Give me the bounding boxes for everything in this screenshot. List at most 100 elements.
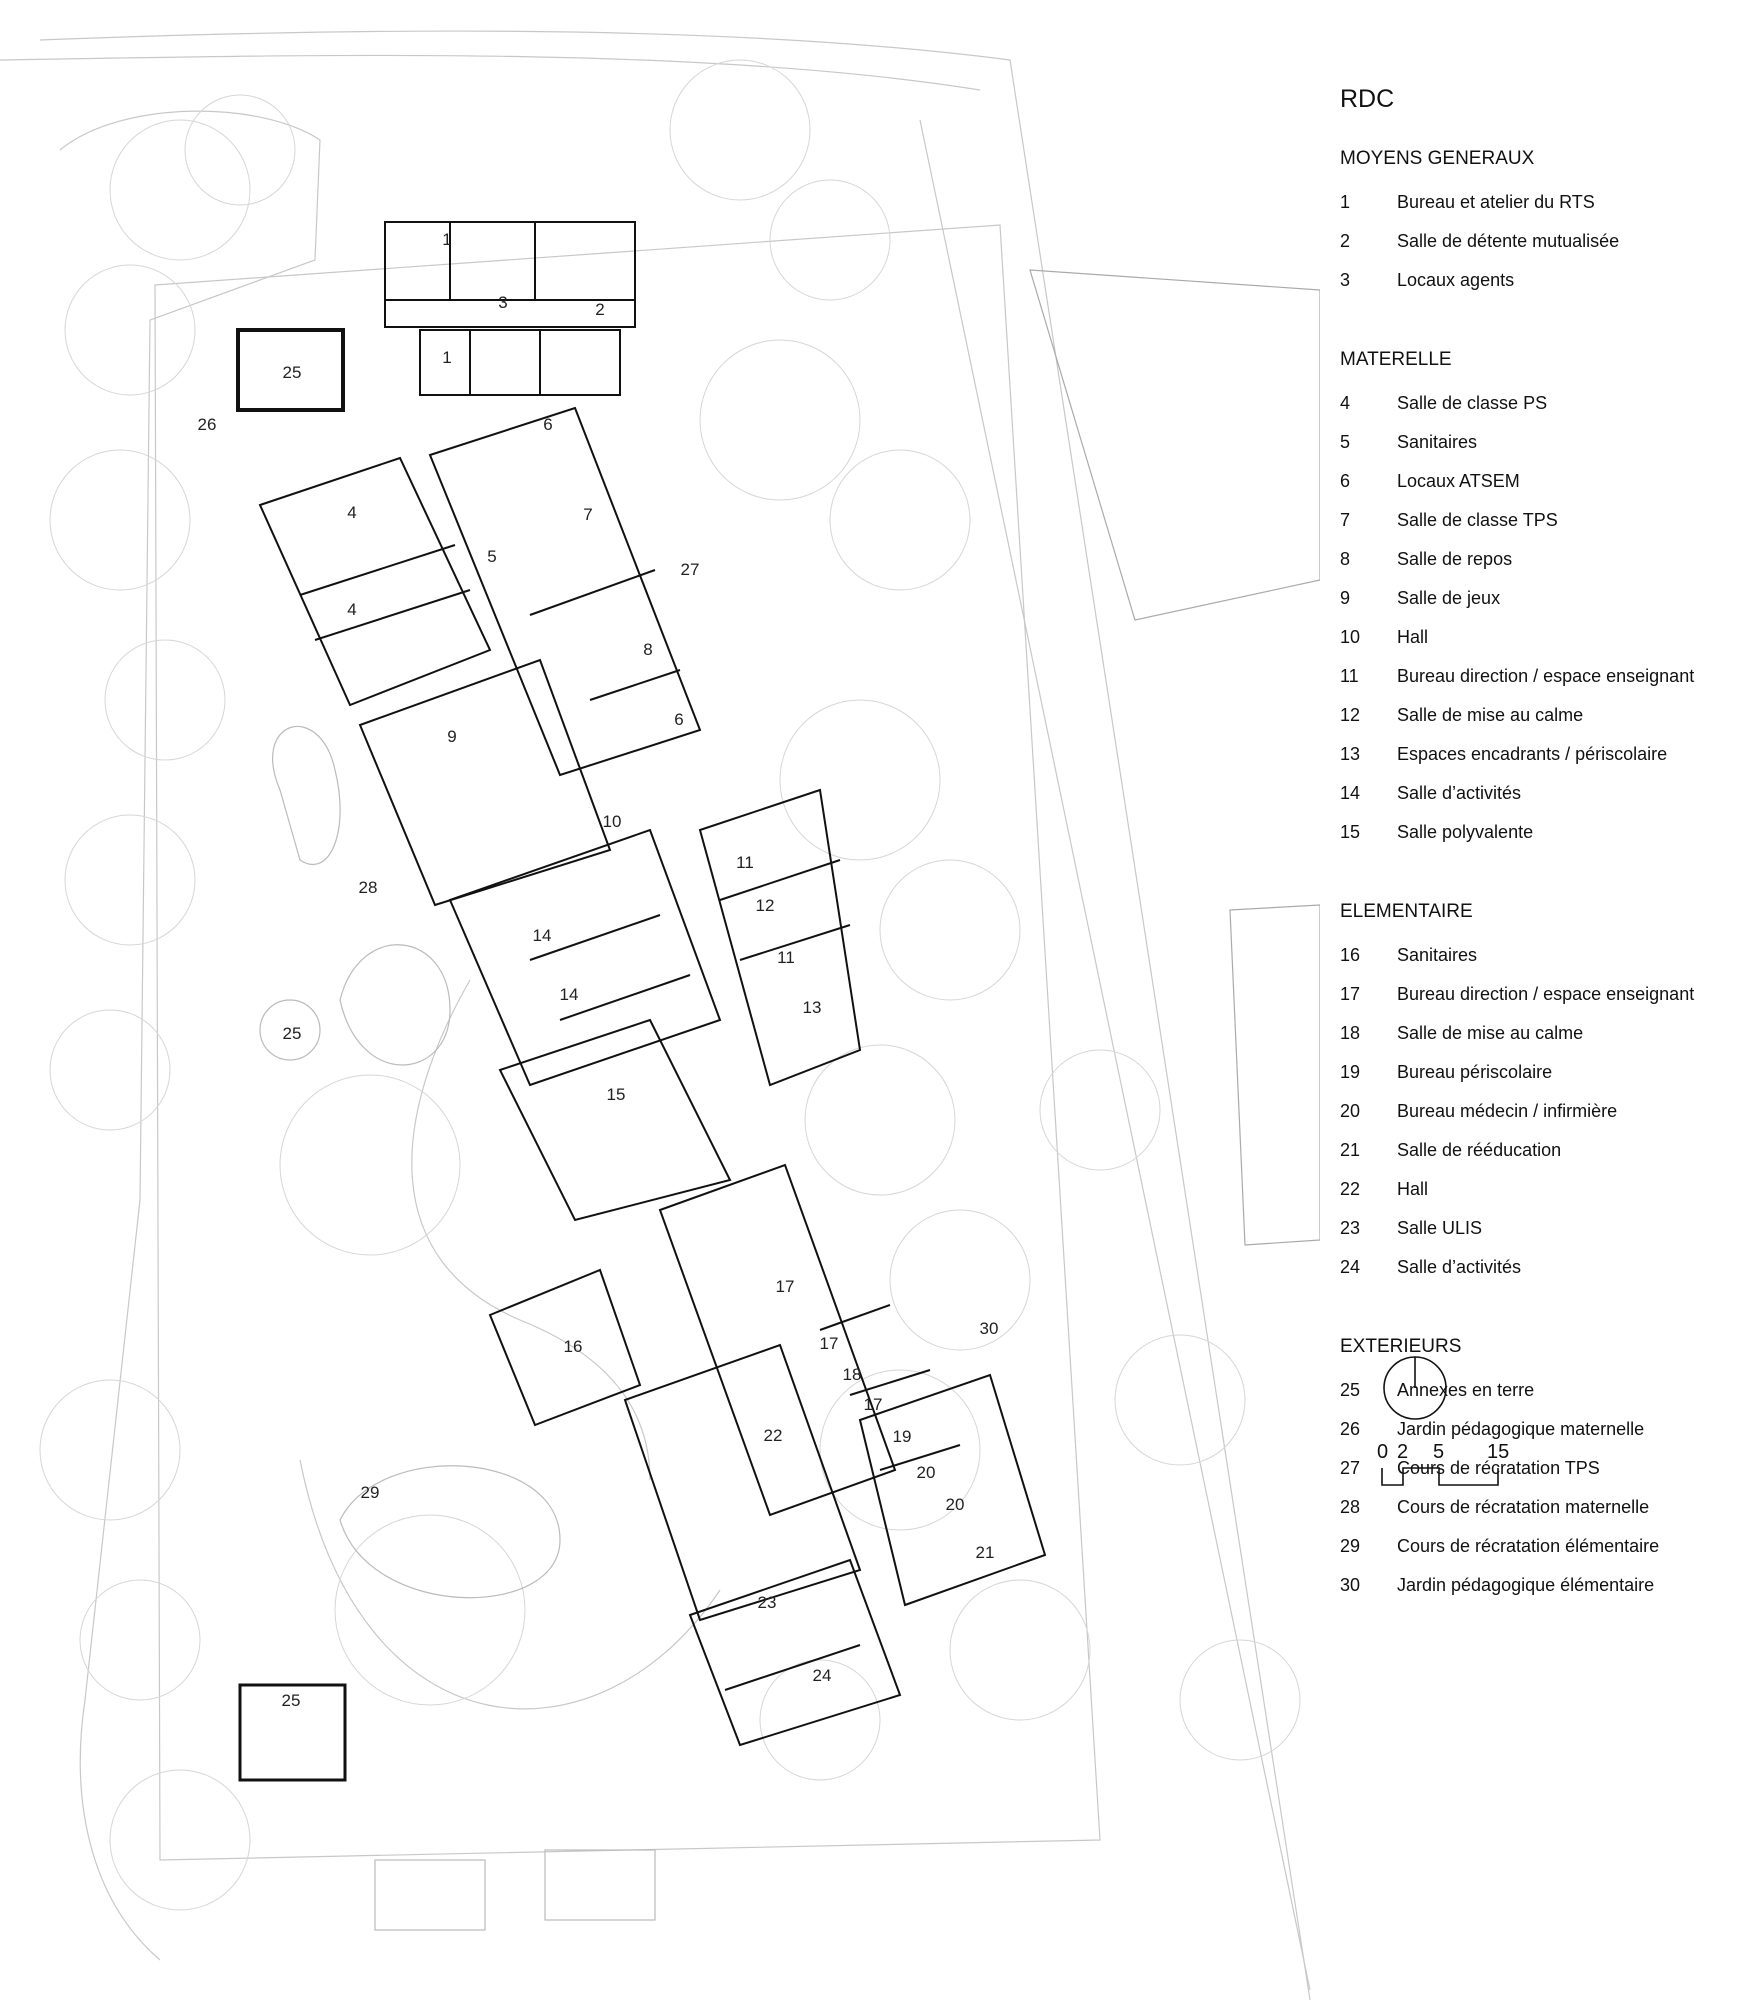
item-number: 18	[1340, 1023, 1361, 1043]
garden-mound	[272, 726, 341, 866]
room-number-label: 10	[603, 812, 622, 831]
scale-tick-0: 0	[1377, 1441, 1388, 1463]
item-label: Hall	[1397, 627, 1429, 647]
road-edge	[39, 30, 1311, 2000]
room-number-label: 6	[543, 415, 552, 434]
item-label: Bureau direction / espace enseignant	[1397, 666, 1695, 686]
section-heading: MATERELLE	[1340, 349, 1452, 370]
room-number-label: 6	[674, 710, 683, 729]
room-number-label: 13	[803, 998, 822, 1017]
item-label: Salle de jeux	[1397, 588, 1501, 608]
parking-block	[374, 1859, 486, 1931]
room-number-label: 12	[756, 896, 775, 915]
item-number: 26	[1340, 1419, 1361, 1439]
room-number-label: 25	[282, 1691, 301, 1710]
scale-tick-2: 2	[1397, 1441, 1408, 1463]
item-number: 7	[1340, 510, 1351, 530]
sidewalk	[919, 119, 1311, 1991]
item-label: Salle d’activités	[1397, 1257, 1522, 1277]
legend-item: 17 Bureau direction / espace enseignant	[1340, 984, 1740, 1023]
legend-item: 10 Hall	[1340, 627, 1740, 666]
room-number-label: 7	[583, 505, 592, 524]
room-number-label: 27	[681, 560, 700, 579]
neighbour-building	[1229, 904, 1320, 1246]
item-number: 29	[1340, 1536, 1361, 1556]
item-label: Locaux ATSEM	[1397, 471, 1520, 491]
building-elementaire	[488, 1163, 1047, 1747]
item-number: 21	[1340, 1140, 1361, 1160]
item-number: 10	[1340, 627, 1361, 647]
room-number-label: 24	[813, 1666, 832, 1685]
item-number: 3	[1340, 270, 1351, 290]
site-boundary	[154, 224, 1101, 1861]
trees	[39, 59, 1301, 1911]
scale-tick-15: 15	[1487, 1441, 1509, 1463]
legend-item: 25 Annexes en terre	[1340, 1380, 1740, 1419]
room-number-label: 14	[533, 926, 552, 945]
room-number-label: 20	[917, 1463, 936, 1482]
room-number-label: 22	[764, 1426, 783, 1445]
curved-path	[411, 979, 651, 1481]
item-number: 15	[1340, 822, 1361, 842]
item-label: Salle d’activités	[1397, 783, 1522, 803]
item-label: Hall	[1397, 1179, 1429, 1199]
room-number-label: 18	[843, 1365, 862, 1384]
scale-bar	[1381, 1467, 1499, 1486]
room-number-label: 20	[946, 1495, 965, 1514]
item-number: 13	[1340, 744, 1361, 764]
item-number: 2	[1340, 231, 1351, 251]
item-label: Locaux agents	[1397, 270, 1515, 290]
annex-south	[238, 1683, 347, 1782]
section-heading: EXTERIEURS	[1340, 1336, 1462, 1357]
item-number: 27	[1340, 1458, 1361, 1478]
item-number: 28	[1340, 1497, 1361, 1517]
item-number: 17	[1340, 984, 1361, 1004]
item-label: Annexes en terre	[1397, 1380, 1535, 1400]
road-edge-inner	[0, 54, 981, 91]
scale-and-north: 0 2 5 15	[1377, 1356, 1509, 1486]
outdoor-features	[238, 726, 656, 1931]
item-number: 20	[1340, 1101, 1361, 1121]
room-number-label: 2	[595, 300, 604, 319]
north-arrow-icon	[1383, 1356, 1447, 1420]
room-number-label: 8	[643, 640, 652, 659]
item-number: 14	[1340, 783, 1361, 803]
legend-item: 20 Bureau médecin / infirmière	[1340, 1101, 1740, 1140]
item-label: Sanitaires	[1397, 432, 1478, 452]
site-context	[0, 30, 1320, 2000]
plan-title: RDC	[1340, 85, 1395, 113]
legend-item: 6 Locaux ATSEM	[1340, 471, 1740, 510]
room-number-label: 11	[777, 948, 795, 967]
parking-block	[544, 1849, 656, 1921]
room-number-label: 21	[976, 1543, 995, 1562]
item-label: Bureau direction / espace enseignant	[1397, 984, 1695, 1004]
playground-loop	[299, 1459, 721, 1710]
item-number: 25	[1340, 1380, 1361, 1400]
scale-tick-5: 5	[1433, 1441, 1444, 1463]
item-label: Cours de récratation élémentaire	[1397, 1536, 1660, 1556]
item-label: Jardin pédagogique maternelle	[1397, 1419, 1645, 1439]
room-number-label: 1	[442, 230, 451, 249]
item-number: 6	[1340, 471, 1351, 491]
room-number-label: 16	[564, 1337, 583, 1356]
item-label: Bureau médecin / infirmière	[1397, 1101, 1618, 1121]
item-label: Sanitaires	[1397, 945, 1478, 965]
room-number-label: 4	[347, 503, 356, 522]
legend-item: 3 Locaux agents	[1340, 270, 1740, 309]
room-number-label: 9	[447, 727, 456, 746]
